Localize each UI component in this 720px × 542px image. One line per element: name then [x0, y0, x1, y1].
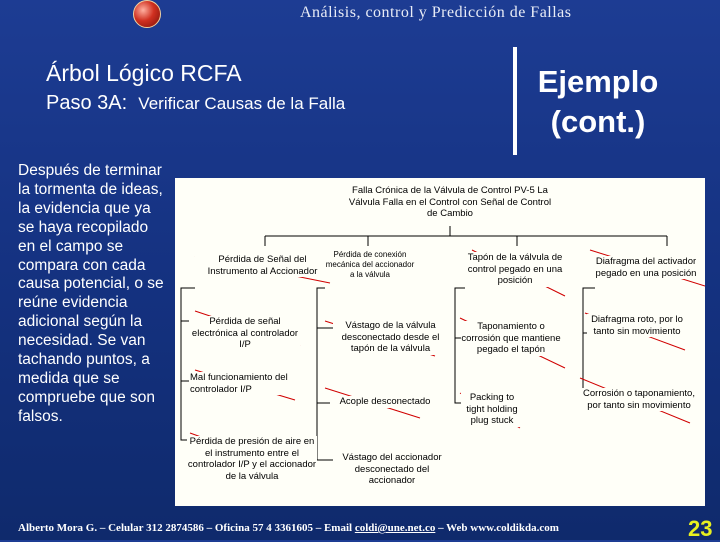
step-description: Verificar Causas de la Falla — [138, 94, 346, 113]
header-title: Análisis, control y Predicción de Fallas — [300, 4, 572, 21]
node-corrosion-no-movement: Corrosión o taponamiento, por tanto sin … — [580, 388, 698, 411]
node-mechanical-connection-loss: Pérdida de conexión mecánica del acciona… — [325, 250, 415, 280]
node-electronic-signal-loss: Pérdida de señal electrónica al controla… — [190, 316, 300, 351]
node-actuator-stem-disconnected: Vástago del accionador desconectado del … — [333, 452, 451, 487]
page-number: 23 — [688, 516, 713, 541]
node-stem-disconnected: Vástago de la válvula desconectado desde… — [333, 320, 448, 355]
node-coupling-disconnected: Acople desconectado — [330, 396, 440, 408]
example-title: Ejemplo (cont.) — [528, 62, 668, 142]
footer-author: Alberto Mora G. – Celular 312 2874586 – … — [18, 522, 353, 534]
logic-tree-diagram: Falla Crónica de la Válvula de Control P… — [175, 178, 705, 506]
node-diaphragm-broken: Diafragma roto, por lo tanto sin movimie… — [587, 314, 687, 337]
footer-web: – Web www.coldikda.com — [438, 522, 559, 534]
vertical-divider — [513, 47, 517, 155]
example-cont-label: (cont.) — [550, 104, 646, 139]
body-text: Después de terminar la tormenta de ideas… — [18, 162, 164, 425]
footer-email[interactable]: coldi@une.net.co — [354, 522, 436, 534]
footer-text: Alberto Mora G. – Celular 312 2874586 – … — [18, 522, 559, 534]
root-node: Falla Crónica de la Válvula de Control P… — [345, 185, 555, 220]
node-diaphragm-stuck: Diafragma del activador pegado en una po… — [587, 256, 705, 279]
subtitle: Paso 3A: Verificar Causas de la Falla — [46, 92, 345, 115]
node-plugging-corrosion: Taponamiento o corrosión que mantiene pe… — [461, 321, 561, 356]
node-air-pressure-loss: Pérdida de presión de aire en el instrum… — [187, 436, 317, 482]
logo — [133, 0, 161, 28]
step-label: Paso 3A: — [46, 92, 128, 114]
node-packing-tight: Packing to tight holding plug stuck — [461, 392, 523, 427]
example-label: Ejemplo — [537, 64, 659, 99]
node-plug-stuck: Tapón de la válvula de control pegado en… — [465, 252, 565, 287]
node-signal-loss: Pérdida de Señal del Instrumento al Acci… — [195, 254, 330, 277]
main-title: Árbol Lógico RCFA — [46, 60, 242, 86]
node-ip-malfunction: Mal funcionamiento del controlador I/P — [190, 372, 300, 395]
